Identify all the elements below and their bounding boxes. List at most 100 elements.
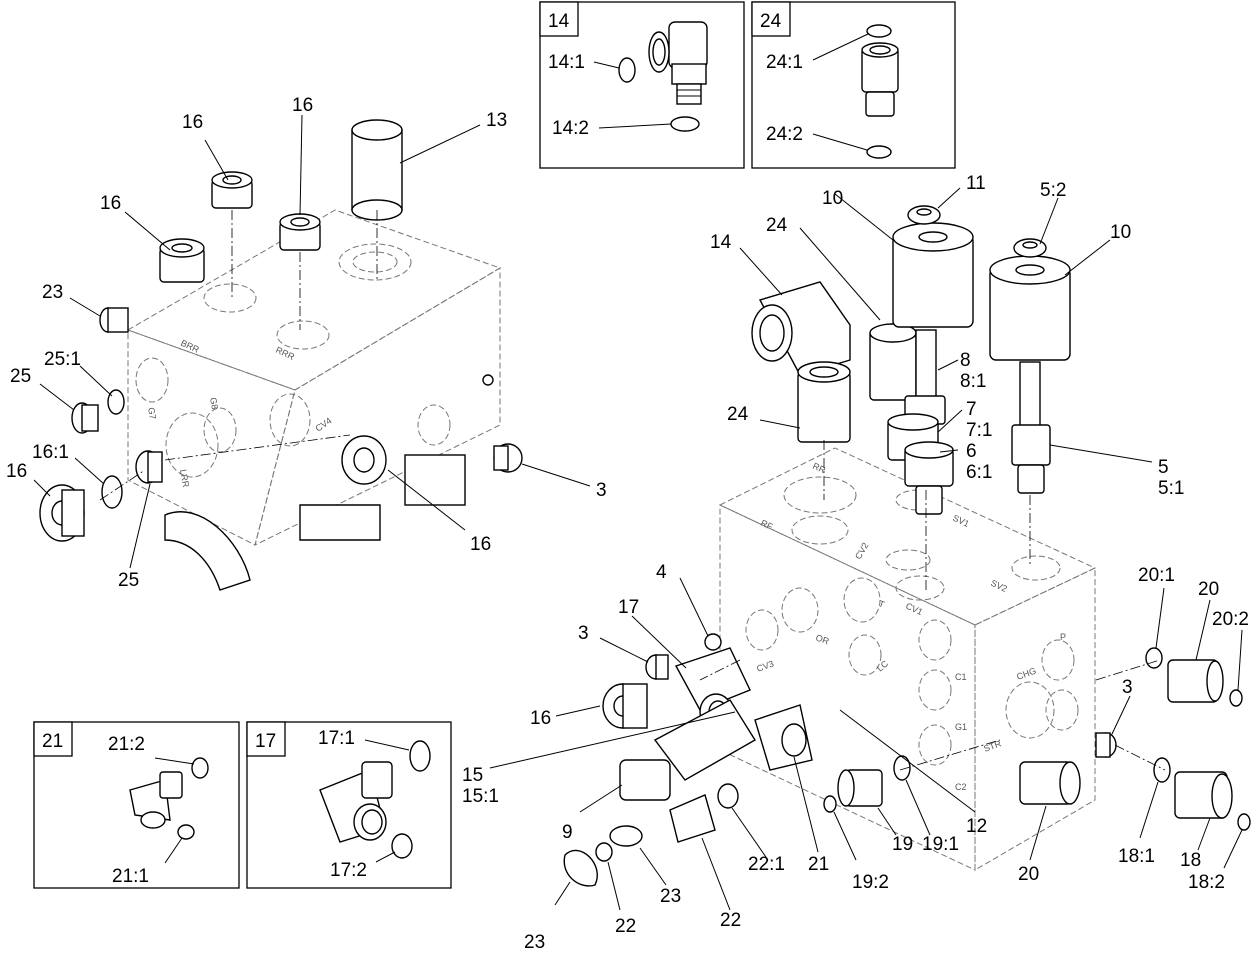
plug-16-mid: [602, 683, 648, 729]
left-manifold: BRR RRR G7 G8 LRR CV4: [39, 119, 523, 591]
port-mark-sv2: SV2: [989, 578, 1009, 594]
port-mark-rrr: RRR: [274, 345, 296, 363]
label-23-c: 23: [660, 886, 681, 907]
port-mark-rr: RR: [811, 461, 827, 476]
cap-23: [563, 849, 598, 887]
inset-21: 21 21:2 21:1: [33, 721, 240, 889]
label-18: 18: [1180, 850, 1201, 871]
callout-17-1: 17:1: [318, 728, 355, 749]
port-mark-c1: C1: [955, 672, 967, 682]
tee-21: [754, 704, 813, 771]
plug-16-top-a: [211, 171, 253, 209]
label-5: 5: [1158, 457, 1169, 478]
label-10-a: 10: [822, 188, 843, 209]
label-9: 9: [562, 822, 573, 843]
coil-10-b: [989, 255, 1071, 361]
label-8-1: 8:1: [960, 371, 986, 392]
plug-16-left: [39, 484, 85, 542]
fitting-20-lower: [1019, 761, 1081, 805]
label-6-1: 6:1: [966, 462, 992, 483]
label-20-b: 20: [1198, 579, 1219, 600]
label-20-a: 20: [1018, 864, 1039, 885]
label-23-b: 23: [524, 932, 545, 953]
o-ring-17-2: [391, 833, 413, 859]
port-mark-g7: G7: [146, 407, 158, 421]
o-ring-25-1: [107, 389, 125, 415]
coil-10-a: [892, 222, 974, 328]
callout-24-2: 24:2: [766, 124, 803, 145]
right-manifold: RF RR CV2 SV1 SV2 CV1 OR T CV3 LC C1 G1 …: [563, 205, 1251, 887]
port-mark-chg: CHG: [1015, 666, 1037, 682]
label-22-a: 22: [615, 916, 636, 937]
fitting-18: [1174, 771, 1233, 819]
fitting-24-a: [869, 323, 917, 401]
label-24-b: 24: [727, 404, 749, 425]
label-10-b: 10: [1110, 222, 1131, 243]
o-ring-19-1: [893, 755, 911, 781]
plug-16-top-c: [159, 238, 205, 283]
port-mark-c2: C2: [955, 782, 967, 792]
label-7: 7: [966, 399, 977, 420]
plug-25-lower: [135, 450, 163, 484]
fitting-block-bottom: [299, 504, 381, 541]
label-22-b: 22: [720, 910, 741, 931]
label-3-b: 3: [578, 623, 589, 644]
inset-21-title: 21: [42, 731, 63, 752]
plug-3-mid: [645, 654, 669, 680]
fitting-24-b: [797, 361, 851, 443]
o-ring-22-1: [717, 783, 739, 809]
callout-21-2: 21:2: [108, 734, 145, 755]
fitting-4: [704, 633, 722, 651]
label-21: 21: [808, 854, 829, 875]
port-mark-str: STR: [982, 738, 1003, 754]
nut-5-2: [1013, 238, 1047, 258]
label-6: 6: [966, 441, 977, 462]
o-ring-21-2: [191, 757, 209, 779]
label-19-1: 19:1: [922, 834, 959, 855]
nut-11: [907, 205, 941, 225]
label-25-a: 25: [10, 366, 31, 387]
callout-21-1: 21:1: [112, 866, 149, 887]
coil-block-bottom: [404, 454, 466, 506]
port-mark-cv4: CV4: [313, 415, 333, 433]
o-ring-18-1: [1153, 757, 1171, 783]
label-15-1: 15:1: [462, 786, 499, 807]
o-ring-24-1: [866, 24, 892, 38]
plug-16-top-b: [279, 213, 321, 251]
fitting-19: [837, 769, 883, 807]
plug-3-right-manifold: [1095, 732, 1117, 758]
label-25-b: 25: [118, 570, 139, 591]
label-24-a: 24: [766, 215, 788, 236]
sleeve-13: [351, 119, 403, 221]
port-mark-lc: LC: [875, 658, 891, 673]
port-mark-lrr: LRR: [178, 469, 191, 489]
label-16-c: 16: [100, 193, 121, 214]
plug-16-right: [341, 435, 387, 485]
callout-14-2: 14:2: [552, 118, 589, 139]
port-mark-sv1: SV1: [951, 513, 971, 529]
fitting-20-upper: [1167, 659, 1224, 703]
inset-24-title: 24: [760, 11, 782, 32]
elbow-fitting-illustration: [648, 21, 708, 105]
o-ring-21-1: [177, 824, 195, 840]
label-5-1: 5:1: [1158, 478, 1184, 499]
inset-14-title: 14: [548, 11, 570, 32]
label-20-2: 20:2: [1212, 609, 1249, 630]
label-16-1: 16:1: [32, 442, 69, 463]
label-23-a: 23: [42, 282, 63, 303]
label-18-2: 18:2: [1188, 872, 1225, 893]
o-ring-20-2: [1229, 689, 1243, 707]
port-mark-p: P: [1060, 632, 1066, 642]
label-5-2: 5:2: [1040, 180, 1066, 201]
label-4: 4: [656, 562, 667, 583]
port-mark-g8: G8: [208, 397, 220, 411]
label-20-1: 20:1: [1138, 565, 1175, 586]
label-19-2: 19:2: [852, 872, 889, 893]
cartridge-5: [1011, 361, 1051, 494]
plug-25-upper: [71, 402, 99, 434]
label-13: 13: [486, 110, 507, 131]
port-mark-rf: RF: [759, 518, 775, 532]
label-19: 19: [892, 834, 913, 855]
check-valve-illustration: [861, 42, 899, 117]
